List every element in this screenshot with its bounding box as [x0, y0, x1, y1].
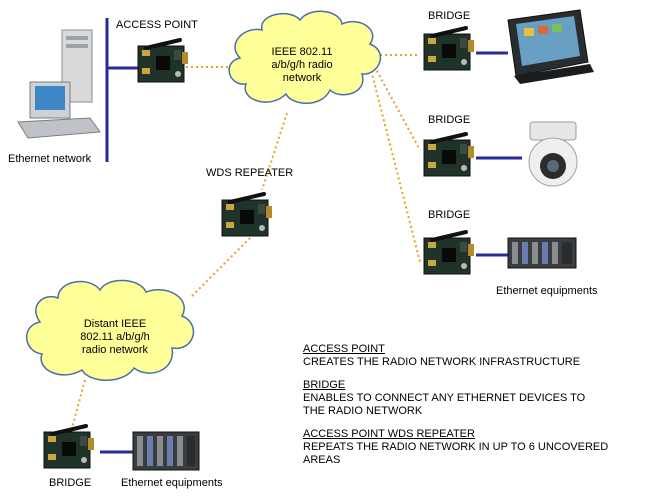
legend-bridge-desc-1: ENABLES TO CONNECT ANY ETHERNET DEVICES … [303, 392, 586, 404]
legend-wds-title: ACCESS POINT WDS REPEATER [303, 428, 475, 440]
bridge-top-label: BRIDGE [428, 10, 471, 22]
distant-cloud-text: Distant IEEE 802.11 a/b/g/h radio networ… [60, 318, 170, 357]
bridge-module-low-icon [422, 230, 476, 276]
ethernet-wires [100, 18, 522, 454]
bridge-module-mid-icon [422, 132, 476, 178]
legend: ACCESS POINT CREATES THE RADIO NETWORK I… [303, 343, 633, 477]
main-cloud-line-1: IEEE 802.11 [271, 46, 333, 58]
legend-access-point: ACCESS POINT CREATES THE RADIO NETWORK I… [303, 343, 633, 369]
legend-bridge: BRIDGE ENABLES TO CONNECT ANY ETHERNET D… [303, 379, 633, 418]
touch-panel-terminal-icon [507, 9, 594, 84]
ethernet-network-label: Ethernet network [8, 153, 92, 165]
distant-radio-cloud [25, 279, 195, 381]
legend-wds-desc-2: AREAS [303, 454, 341, 466]
legend-bridge-title: BRIDGE [303, 379, 346, 391]
legend-bridge-desc-2: THE RADIO NETWORK [303, 405, 423, 417]
distant-cloud-line-1: Distant IEEE [83, 318, 147, 330]
ethernet-equipments-bottom-label: Ethernet equipments [121, 477, 223, 489]
desktop-computer-icon [17, 29, 101, 139]
legend-ap-desc: CREATES THE RADIO NETWORK INFRASTRUCTURE [303, 356, 581, 368]
main-radio-cloud [228, 10, 382, 104]
bridge-low-label: BRIDGE [428, 209, 471, 221]
ethernet-equipments-right-label: Ethernet equipments [496, 285, 598, 297]
ethernet-equipment-rack-icon [507, 237, 577, 269]
dome-camera-icon [528, 121, 578, 187]
ethernet-equipment-rack-bottom-icon [132, 431, 200, 471]
legend-wds: ACCESS POINT WDS REPEATER REPEATS THE RA… [303, 428, 633, 467]
bridge-module-bottom-icon [42, 424, 96, 470]
legend-wds-desc-1: REPEATS THE RADIO NETWORK IN UP TO 6 UNC… [303, 441, 609, 453]
main-cloud-line-2: a/b/g/h radio [271, 59, 333, 71]
bridge-mid-label: BRIDGE [428, 114, 471, 126]
bridge-module-top-icon [422, 26, 476, 72]
bridge-bottom-label: BRIDGE [49, 477, 92, 489]
legend-ap-title: ACCESS POINT [303, 343, 385, 355]
main-cloud-text: IEEE 802.11 a/b/g/h radio network [252, 46, 352, 85]
distant-cloud-line-3: radio network [81, 344, 149, 356]
distant-cloud-line-2: 802.11 a/b/g/h [80, 331, 150, 343]
wds-repeater-module-icon [220, 192, 274, 238]
access-point-module-icon [136, 38, 190, 84]
wds-repeater-label: WDS REPEATER [206, 167, 294, 179]
access-point-label: ACCESS POINT [116, 19, 198, 31]
main-cloud-line-3: network [282, 72, 322, 84]
